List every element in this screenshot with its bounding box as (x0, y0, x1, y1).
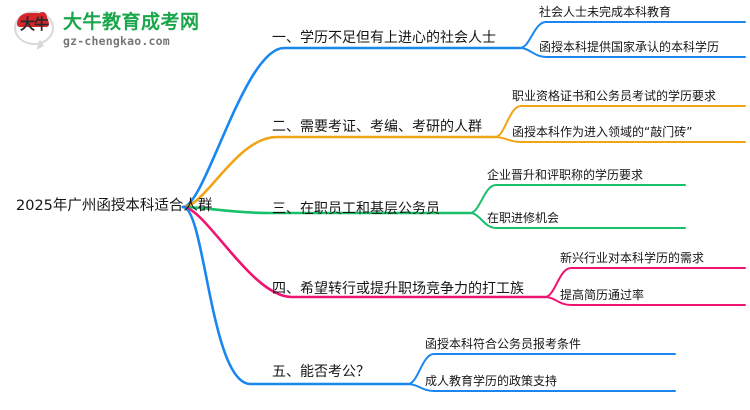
mindmap-leaf-node-1-2[interactable]: 函授本科提供国家承认的本科学历 (539, 40, 720, 54)
mindmap-branch-node-2[interactable]: 二、需要考证、考编、考研的人群 (272, 119, 482, 135)
logo-title: 大牛教育成考网 (63, 10, 200, 33)
mindmap-branch-node-3[interactable]: 三、在职员工和基层公务员 (272, 201, 440, 217)
site-logo[interactable]: 大牛 大牛教育成考网 gz-chengkao.com (14, 6, 214, 54)
mindmap-leaf-node-3-2[interactable]: 在职进修机会 (487, 211, 560, 225)
mindmap-leaf-node-4-1[interactable]: 新兴行业对本科学历的需求 (560, 251, 705, 265)
mindmap-branch-node-5[interactable]: 五、能否考公？ (272, 364, 370, 380)
mindmap-branch-node-1[interactable]: 一、学历不足但有上进心的社会人士 (272, 30, 496, 46)
mindmap-leaf-node-5-1[interactable]: 函授本科符合公务员报考条件 (425, 337, 582, 351)
mindmap-root-node[interactable]: 2025年广州函授本科适合人群 (16, 198, 213, 214)
mindmap-leaf-node-2-1[interactable]: 职业资格证书和公务员考试的学历要求 (512, 89, 717, 103)
logo-mark-icon: 大牛 (14, 10, 56, 52)
mindmap-branch-node-4[interactable]: 四、希望转行或提升职场竞争力的打工族 (272, 281, 524, 297)
logo-subtitle-url: gz-chengkao.com (63, 33, 170, 48)
logo-red-dot-icon (38, 12, 47, 23)
mindmap-leaf-node-1-1[interactable]: 社会人士未完成本科教育 (539, 5, 672, 19)
mindmap-leaf-node-2-2[interactable]: 函授本科作为进入领域的“敲门砖” (512, 125, 693, 139)
mindmap-leaf-node-3-1[interactable]: 企业晋升和评职称的学历要求 (487, 168, 644, 182)
mindmap-leaf-node-5-2[interactable]: 成人教育学历的政策支持 (425, 374, 558, 388)
logo-text-block: 大牛教育成考网 gz-chengkao.com (63, 10, 200, 48)
mindmap-leaf-node-4-2[interactable]: 提高简历通过率 (560, 288, 645, 302)
logo-mark-char: 大牛 (19, 15, 49, 33)
